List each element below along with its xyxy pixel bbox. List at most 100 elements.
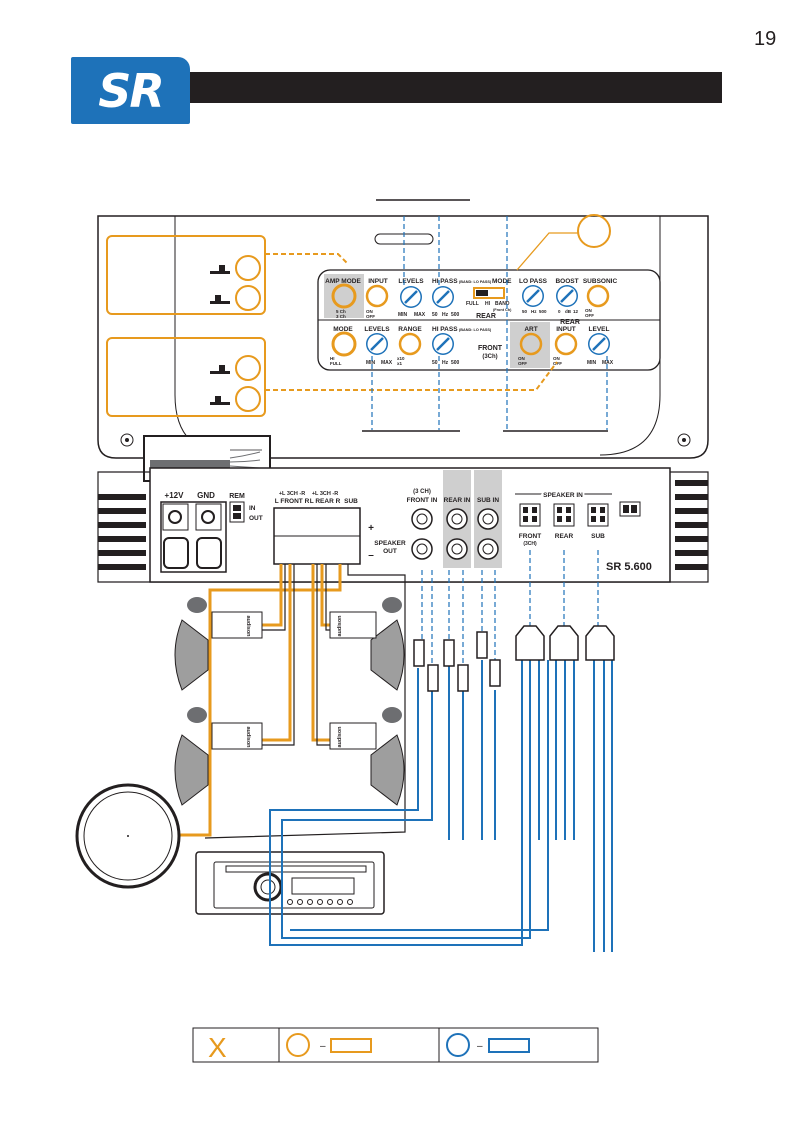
svg-text:FULL: FULL [330,361,342,366]
speaker-wires [175,564,342,837]
svg-text:+L 3CH -R: +L 3CH -R [279,491,305,497]
svg-text:SUB IN: SUB IN [477,497,499,504]
svg-text:REAR: REAR [476,313,496,320]
input-label: INPUT [368,278,388,285]
svg-text:OFF: OFF [585,313,594,318]
svg-text:audison: audison [337,615,343,637]
svg-text:MIN: MIN [587,360,597,366]
svg-text:+: + [368,523,374,534]
page-number: 19 [754,28,777,50]
svg-text:OFF: OFF [366,314,375,319]
svg-text:OFF: OFF [553,361,562,366]
svg-text:audison: audison [337,726,343,748]
model-label: SR 5.600 [606,561,652,573]
svg-text:(3 CH): (3 CH) [413,489,431,495]
front-hipass-knob [430,331,456,357]
svg-text:FRONT: FRONT [478,345,503,352]
svg-text:HI: HI [485,301,491,307]
svg-text:L FRONT R: L FRONT R [275,498,310,505]
svg-text:MIN: MIN [366,360,376,366]
sub-input-switch [554,332,578,356]
svg-text:0: 0 [558,309,561,314]
svg-text:GND: GND [197,491,215,500]
svg-text:SUB: SUB [591,533,605,540]
header-bar [190,72,722,103]
svg-text:MAX: MAX [414,312,426,318]
svg-text:ON: ON [585,308,592,313]
svg-text:dB: dB [565,309,572,314]
svg-text:SUBSONIC: SUBSONIC [583,278,618,285]
art-highlight [510,322,550,368]
legend: X – – [192,1027,599,1063]
svg-text:50: 50 [432,360,438,366]
svg-text:(BAND: LO PASS): (BAND: LO PASS) [459,280,492,284]
svg-text:x1: x1 [397,361,403,366]
speaker-in-connectors: SPEAKER IN FRONT (3CH) REAR SUB SR 5.600 [515,490,652,573]
svg-text:Hz: Hz [442,360,449,366]
svg-text:SPEAKER: SPEAKER [374,540,406,547]
svg-text:MAX: MAX [381,360,393,366]
svg-text:500: 500 [451,360,460,366]
svg-text:500: 500 [539,309,547,314]
svg-text:–: – [368,550,374,561]
svg-text:HI PASS: HI PASS [432,326,458,333]
legend-orange-box [330,1038,372,1053]
svg-text:REAR: REAR [555,533,574,540]
subsonic-switch [586,284,610,308]
svg-text:MAX: MAX [602,360,614,366]
svg-text:5 Ch: 5 Ch [336,309,346,314]
svg-text:FRONT: FRONT [519,533,541,540]
legend-x-mark: X [208,1032,227,1063]
svg-text:+L 3CH -R: +L 3CH -R [312,491,338,497]
svg-text:audison: audison [245,726,251,748]
boost-knob [554,283,580,309]
svg-text:LO PASS: LO PASS [519,278,548,285]
svg-text:HI: HI [330,356,335,361]
mode-label: MODE [492,278,512,285]
rca-inputs: (3 CH) FRONT IN REAR IN SUB IN [407,489,499,560]
svg-text:OUT: OUT [249,515,263,522]
amp-mode-highlight [324,274,364,318]
svg-text:12: 12 [573,309,579,314]
callout-circle [577,214,611,248]
svg-text:L REAR R: L REAR R [310,498,341,505]
svg-text:Hz: Hz [442,312,449,318]
callout-box-rear [106,235,349,315]
head-unit [195,851,385,915]
range-switch [398,332,422,356]
svg-text:FRONT IN: FRONT IN [407,497,438,504]
rear-hipass-knob [430,284,456,310]
front-mode-switch [331,331,357,357]
blue-guides [371,216,608,430]
legend-blue-box [488,1038,530,1053]
svg-text:(3CH): (3CH) [523,541,537,547]
power-terminal-block: +12V GND REM IN OUT [160,491,263,573]
svg-text:50: 50 [432,312,438,318]
rear-levels-knob [398,284,424,310]
svg-text:ON: ON [553,356,560,361]
speaker-rear-right: audison [329,707,405,806]
rca-plugs [413,631,501,692]
speaker-in-plugs [515,625,615,661]
svg-text:OUT: OUT [383,548,397,555]
svg-text:SPEAKER IN: SPEAKER IN [543,492,583,499]
svg-text:x10: x10 [397,356,405,361]
toggle-icons [210,265,230,405]
speaker-rear-left: audison [174,707,263,806]
legend-blue-circle [446,1033,470,1057]
svg-text:FULL: FULL [466,301,479,307]
legend-orange-circle [286,1033,310,1057]
svg-text:LEVEL: LEVEL [589,326,610,333]
svg-text:50: 50 [522,309,528,314]
svg-text:–: – [320,1041,326,1052]
brand-logo: SR [71,57,190,124]
amp-mode-switch [331,283,357,309]
subwoofer [75,783,181,889]
svg-text:+12V: +12V [165,491,185,500]
svg-text:LEVELS: LEVELS [364,326,390,333]
signal-wires [269,660,613,952]
svg-text:ART: ART [524,326,537,333]
svg-text:BAND: BAND [495,301,510,307]
svg-text:ON: ON [366,309,373,314]
